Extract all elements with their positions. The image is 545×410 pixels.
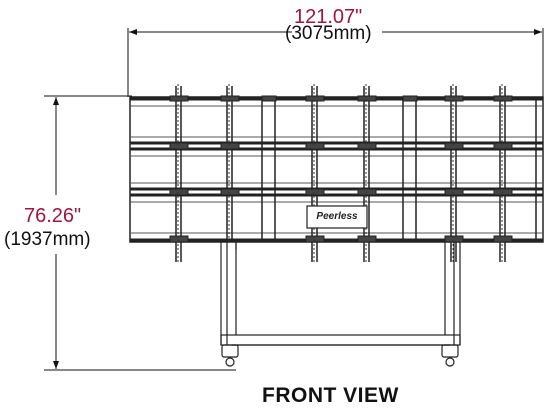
- view-caption: FRONT VIEW: [262, 384, 399, 407]
- width-dimension: [127, 28, 544, 97]
- logo-text: Peerless: [316, 211, 358, 222]
- stand: [220, 240, 461, 367]
- video-wall-frame: [129, 84, 544, 264]
- height-mm: (1937mm): [4, 229, 91, 250]
- height-inches: 76.26": [24, 205, 82, 227]
- width-mm: (3075mm): [285, 23, 372, 44]
- height-dimension: [44, 95, 236, 371]
- width-inches: 121.07": [294, 6, 363, 28]
